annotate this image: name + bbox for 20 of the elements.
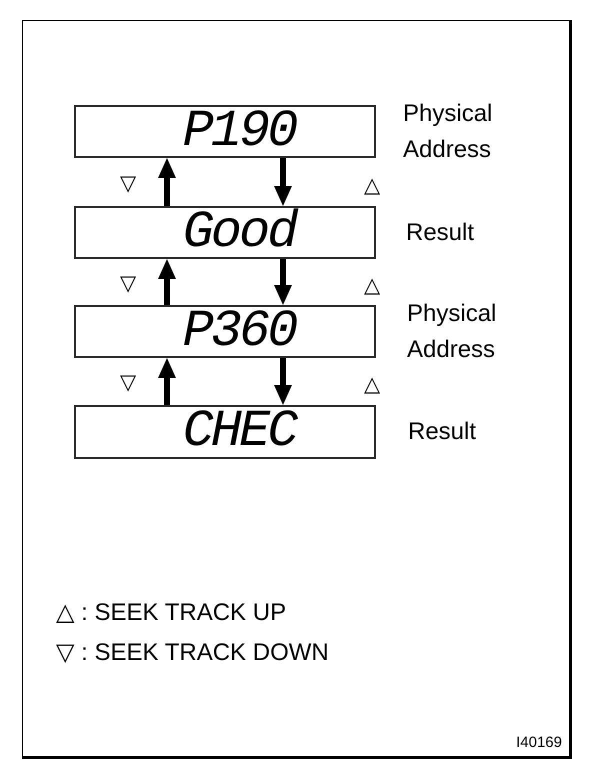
lcd-display <box>74 206 376 259</box>
arrow <box>158 158 176 206</box>
side-label: Physical Address <box>403 98 492 164</box>
side-label: Result <box>408 417 476 447</box>
display-readout: P190 <box>182 106 296 158</box>
figure-number: I40169 <box>516 734 562 752</box>
lcd-display <box>74 305 376 358</box>
arrow <box>274 358 292 405</box>
legend-entry: △ : SEEK TRACK UP <box>56 598 286 628</box>
side-label: Result <box>406 218 474 248</box>
lcd-display <box>74 105 376 158</box>
arrow <box>274 158 292 206</box>
arrow <box>158 259 176 305</box>
display-readout: Good <box>182 206 296 258</box>
arrow <box>158 358 176 405</box>
side-label: Physical Address <box>407 298 496 364</box>
legend-entry: ▽ : SEEK TRACK DOWN <box>56 638 329 668</box>
lcd-display <box>74 405 376 459</box>
display-readout: CHEC <box>182 406 296 458</box>
display-readout: P360 <box>182 306 296 358</box>
